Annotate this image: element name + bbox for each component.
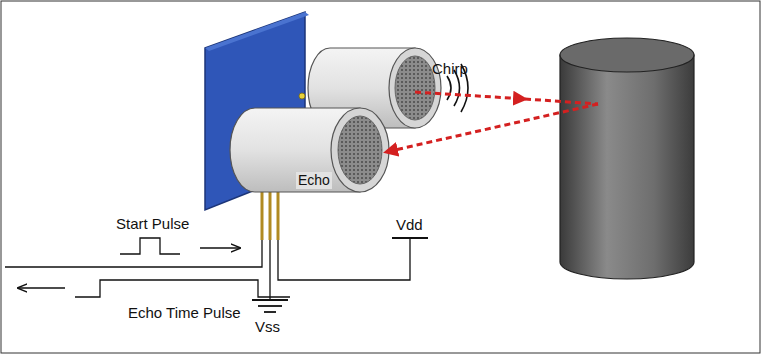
target-cylinder	[560, 38, 694, 279]
signal-label: Start Pulse	[116, 215, 189, 232]
sound-path	[386, 92, 598, 152]
ground-label: Vss	[255, 318, 280, 335]
pulse-waveforms	[18, 238, 290, 297]
wave-label: Chirp	[432, 60, 468, 77]
wave-label: Echo	[296, 172, 332, 189]
receive-transducer	[230, 108, 389, 192]
wires	[5, 238, 428, 312]
signal-label: Echo Time Pulse	[128, 304, 241, 321]
supply-label: Vdd	[396, 216, 423, 233]
